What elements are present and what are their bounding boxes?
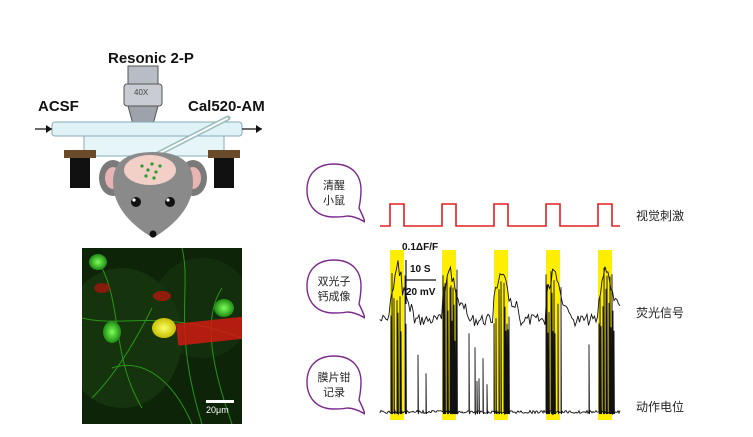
stimulus-label: 视觉刺激 xyxy=(636,209,685,223)
scale-bar xyxy=(206,400,234,403)
fluorescence-label: 荧光信号 xyxy=(636,306,685,320)
bubble-patch-clamp-text: 膜片钳记录 xyxy=(317,371,351,399)
fluor-scale-label: 0.1ΔF/F xyxy=(402,242,439,253)
time-scale-label: 10 S xyxy=(410,264,431,275)
labeled-neurons xyxy=(140,162,162,180)
left-head-post xyxy=(70,156,90,188)
objective-magnification: 40X xyxy=(134,88,149,97)
right-head-post xyxy=(214,156,234,188)
fluorescence-trace xyxy=(379,260,621,328)
scale-bar-label: 20μm xyxy=(206,405,229,415)
bubble-two-photon-text: 双光子钙成像 xyxy=(317,275,351,303)
outflow-arrow xyxy=(256,125,262,133)
visual-stimulus-trace xyxy=(380,203,620,227)
action-potential-label: 动作电位 xyxy=(636,400,685,414)
microscope-label: Resonic 2-P xyxy=(108,50,194,67)
mouse-illustration xyxy=(99,152,207,238)
recording-traces xyxy=(379,203,621,420)
micrograph-image xyxy=(82,248,242,424)
experimental-setup-diagram xyxy=(35,65,262,238)
bubble-two-photon xyxy=(306,259,365,319)
bubble-patch-clamp xyxy=(306,355,365,415)
bubble-awake-mouse xyxy=(306,163,365,223)
voltage-scale-label: 20 mV xyxy=(406,287,436,298)
action-potential-trace xyxy=(379,267,621,416)
bubble-awake-mouse-text: 清醒小鼠 xyxy=(323,179,345,207)
acsf-label: ACSF xyxy=(38,98,79,115)
dye-label: Cal520-AM xyxy=(188,98,265,115)
two-photon-micrograph: 20μm xyxy=(82,248,242,424)
inflow-arrow xyxy=(46,125,52,133)
